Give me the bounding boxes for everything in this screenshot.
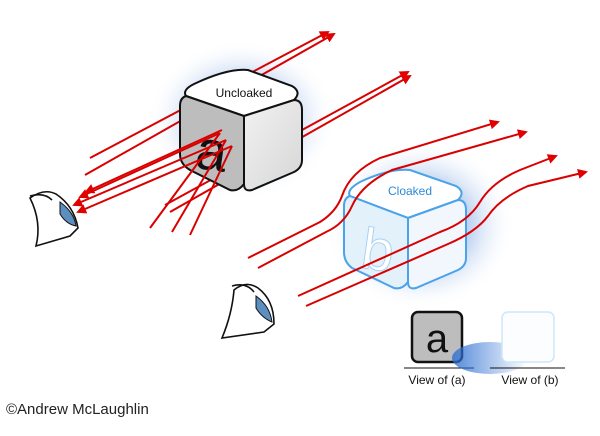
cube-cloaked: Cloaked b <box>343 168 467 290</box>
eye-1-outline <box>28 190 79 248</box>
cube-b-label: Cloaked <box>388 184 432 198</box>
incoming-rays-to-cube-a <box>149 132 233 236</box>
view-b-caption: View of (b) <box>501 373 558 387</box>
view-a-caption: View of (a) <box>408 373 465 387</box>
eye-2 <box>220 283 275 339</box>
bent-ray-4 <box>305 169 588 307</box>
bent-ray-2 <box>257 129 528 269</box>
eye-2-outline <box>220 283 275 339</box>
reflected-ray-4 <box>84 129 223 194</box>
cube-uncloaked: Uncloaked a <box>179 68 303 192</box>
reflected-ray-2 <box>72 139 227 207</box>
copyright-text: ©Andrew McLaughlin <box>6 401 149 418</box>
rays-reflected-to-eye <box>72 129 233 214</box>
eye-1-lid <box>29 193 53 201</box>
bent-ray-3 <box>297 154 558 297</box>
eye-2-lid <box>231 284 255 293</box>
view-a-box <box>410 310 464 364</box>
view-a: a View of (a) <box>404 310 474 387</box>
eye-1-iris <box>59 201 77 227</box>
view-b-box <box>501 311 555 363</box>
view-a-letter: a <box>426 317 449 361</box>
reflected-ray-3 <box>76 145 233 214</box>
view-b: View of (b) <box>452 311 565 387</box>
cube-b-left-face <box>343 194 409 290</box>
reflected-ray-1 <box>78 132 221 199</box>
cube-b-right-face <box>407 198 467 290</box>
bent-ray-1 <box>247 119 500 259</box>
eye-1 <box>28 190 79 248</box>
eye-2-iris <box>255 295 273 323</box>
cube-a-label: Uncloaked <box>216 86 273 100</box>
cube-a-right-face <box>243 98 303 192</box>
rays-around-cube-b <box>247 119 588 307</box>
